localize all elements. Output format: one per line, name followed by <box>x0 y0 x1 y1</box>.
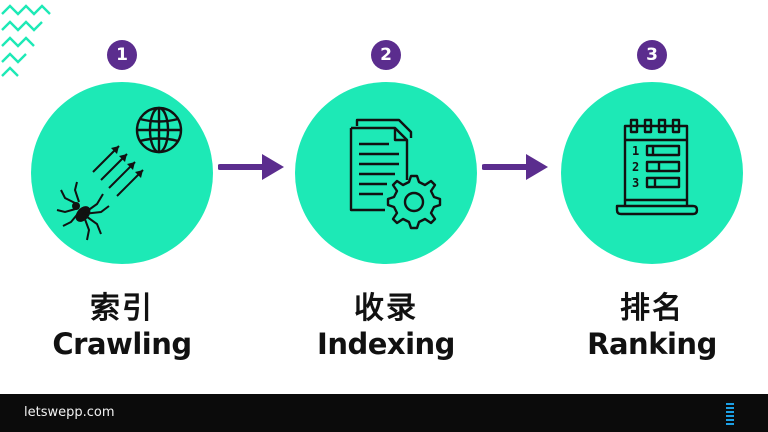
step-title-zh: 收录 <box>354 291 418 326</box>
svg-text:1: 1 <box>632 144 639 158</box>
arrow-right-icon <box>482 154 548 180</box>
step-circle: 1 2 3 <box>561 82 743 264</box>
website-link[interactable]: letswepp.com <box>24 405 115 420</box>
ranking-list-icon: 1 2 3 <box>615 118 699 216</box>
step-number-badge: 1 <box>107 40 137 70</box>
step-circle <box>31 82 213 264</box>
arrow-right-icon <box>218 154 284 180</box>
spider-crawling-globe-icon <box>56 106 183 241</box>
svg-text:3: 3 <box>632 176 639 190</box>
step-circle <box>295 82 477 264</box>
step-number-badge: 3 <box>637 40 667 70</box>
brand-mark-icon <box>726 403 734 425</box>
document-gear-icon <box>349 118 442 230</box>
svg-text:2: 2 <box>632 160 639 174</box>
footer-bar: letswepp.com <box>0 394 768 432</box>
step-title-en: Indexing <box>317 327 455 361</box>
step-number-badge: 2 <box>371 40 401 70</box>
zigzag-decoration-icon <box>1 4 51 77</box>
step-title-en: Ranking <box>587 327 717 361</box>
step-title-zh: 索引 <box>90 291 154 326</box>
step-title-en: Crawling <box>52 327 192 361</box>
step-title-zh: 排名 <box>620 291 684 326</box>
